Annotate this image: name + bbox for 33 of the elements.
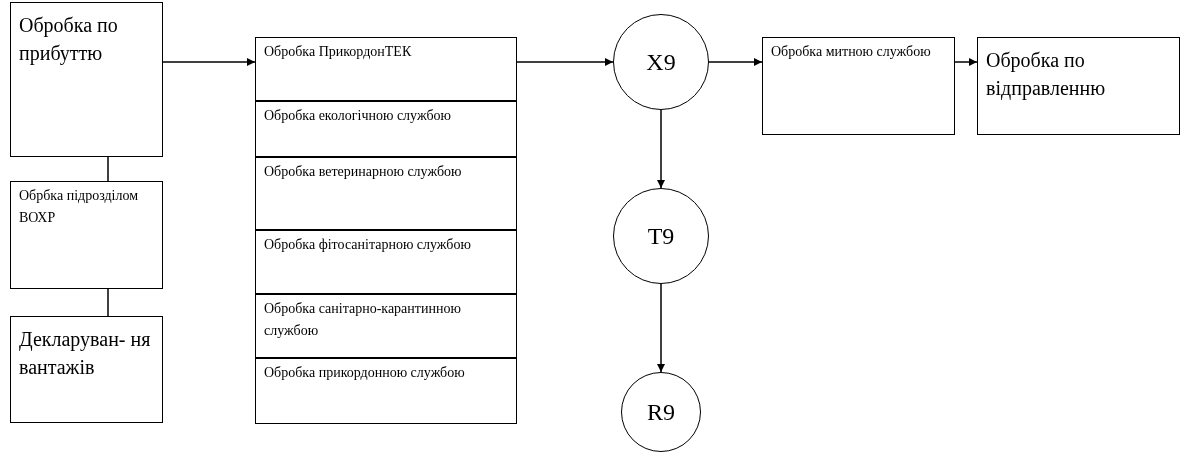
node-label: Декларуван- ня вантажів [18, 327, 152, 380]
arrow [162, 58, 256, 66]
process-box [10, 2, 163, 157]
connector-line [107, 156, 109, 182]
node-label: Обробка по відправленню [985, 48, 1107, 102]
arrow [657, 109, 665, 189]
node-label: Обробка митною службою [770, 43, 932, 61]
arrow [516, 58, 614, 66]
process-box [255, 294, 517, 358]
process-box [977, 37, 1180, 135]
process-box [762, 37, 955, 135]
arrow [657, 283, 665, 373]
node-label: Обробка санітарно-карантинною службою [263, 300, 462, 340]
connector-line [107, 288, 109, 317]
node-label: Обробка по прибуттю [18, 13, 119, 67]
arrow [708, 58, 763, 66]
process-box [255, 230, 517, 294]
node-label: Обробка фітосанітарною службою [263, 236, 472, 254]
node-label: Обробка ПрикордонТЕК [263, 43, 413, 61]
node-label: T9 [647, 222, 675, 250]
process-box [255, 358, 517, 424]
process-box [255, 157, 517, 230]
node-label: Обробка прикордонною службою [263, 364, 466, 382]
node-label: R9 [647, 398, 675, 426]
node-label: Обробка ветеринарною службою [263, 163, 463, 181]
node-label: X9 [646, 48, 676, 76]
arrow [954, 58, 978, 66]
process-box [10, 181, 163, 289]
node-label: Обрбка підрозділом ВОХР [18, 187, 140, 227]
process-box [10, 316, 163, 423]
process-box [255, 37, 517, 101]
process-box [255, 101, 517, 157]
node-label: Обробка екологічною службою [263, 107, 452, 125]
